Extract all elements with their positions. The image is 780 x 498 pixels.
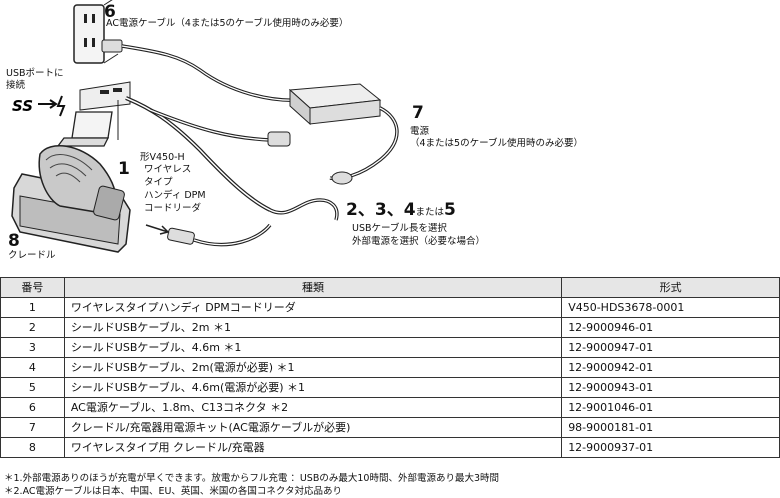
callout-4-number: 4 (403, 200, 416, 220)
ac-cable-icon (101, 39, 301, 102)
cell-type: ワイヤレスタイプ用 クレードル/充電器 (63, 437, 563, 458)
callout-2-5-line1: USBケーブル長を選択 (352, 223, 447, 234)
table-row: 3 シールドUSBケーブル、4.6m ＊1 12-9000947-01 (0, 337, 780, 358)
diagram-illustration: SS (11, 0, 399, 253)
cell-number: 8 (0, 437, 65, 458)
cell-number: 6 (0, 397, 65, 418)
callout-3-number: 3 (374, 200, 387, 220)
table-row: 6 AC電源ケーブル、1.8m、C13コネクタ ＊2 12-9001046-01 (0, 397, 780, 418)
usb-port-panel (79, 81, 131, 140)
parts-table: 番号 種類 形式 1 ワイヤレスタイプハンディ DPMコードリーダ V450-H… (0, 277, 780, 458)
cell-number: 2 (0, 317, 65, 338)
cell-number: 3 (0, 337, 65, 358)
callout-2-5-heading: 2、3、4または5 (346, 200, 456, 223)
callout-2-number: 2 (346, 200, 358, 220)
callout-1-line2: ワイヤレス (144, 164, 192, 175)
cell-type: シールドUSBケーブル、2m ＊1 (63, 317, 563, 338)
callout-8-number: 8 (8, 231, 20, 251)
callout-6-number: 6 (104, 2, 116, 22)
header-model: 形式 (561, 277, 780, 298)
cell-type: シールドUSBケーブル、4.6m(電源が必要) ＊1 (63, 377, 563, 398)
svg-text:SS: SS (12, 97, 33, 115)
callout-7-number: 7 (412, 103, 424, 123)
cell-number: 5 (0, 377, 65, 398)
cell-type: AC電源ケーブル、1.8m、C13コネクタ ＊2 (63, 397, 563, 418)
cell-number: 7 (0, 417, 65, 438)
cell-model: 12-9000946-01 (561, 317, 780, 338)
footnote-2: ＊2.AC電源ケーブルは日本、中国、EU、英国、米国の各国コネクタ対応品あり (4, 486, 343, 497)
cell-model: 12-9000947-01 (561, 337, 780, 358)
table-row: 5 シールドUSBケーブル、4.6m(電源が必要) ＊1 12-9000943-… (0, 377, 780, 398)
table-header-row: 番号 種類 形式 (0, 277, 780, 298)
callout-1-line3: タイプ (144, 177, 173, 188)
usb-port-label-line2: 接続 (6, 80, 26, 91)
cradle-with-reader-icon (11, 145, 131, 253)
cell-model: 98-9000181-01 (561, 417, 780, 438)
callout-7-line2: （4または5のケーブル使用時のみ必要） (410, 138, 584, 149)
callout-sep-1: 、 (357, 200, 375, 220)
callout-6-text: AC電源ケーブル（4または5のケーブル使用時のみ必要） (106, 18, 349, 29)
table-row: 4 シールドUSBケーブル、2m(電源が必要) ＊1 12-9000942-01 (0, 357, 780, 378)
cell-number: 1 (0, 297, 65, 318)
callout-1-line1: 形V450-H (140, 152, 185, 163)
usb-superspeed-icon: SS (12, 95, 66, 117)
header-type: 種類 (63, 277, 563, 298)
table-row: 2 シールドUSBケーブル、2m ＊1 12-9000946-01 (0, 317, 780, 338)
callout-sep-2: 、 (386, 200, 404, 220)
table-row: 8 ワイヤレスタイプ用 クレードル/充電器 12-9000937-01 (0, 437, 780, 458)
callout-1-line5: コードリーダ (144, 203, 202, 214)
callout-or-text: または (415, 207, 445, 218)
cell-type: シールドUSBケーブル、2m(電源が必要) ＊1 (63, 357, 563, 378)
laptop-icon (56, 111, 113, 147)
cell-model: 12-9000943-01 (561, 377, 780, 398)
callout-1-line4: ハンディ DPM (144, 190, 206, 201)
usb-port-label-line1: USBポートに (6, 68, 64, 79)
cell-model: 12-9000937-01 (561, 437, 780, 458)
cell-model: V450-HDS3678-0001 (561, 297, 780, 318)
cell-model: 12-9001046-01 (561, 397, 780, 418)
callout-8-text: クレードル (8, 250, 56, 261)
callout-7-line1: 電源 (410, 126, 430, 137)
callout-5-number: 5 (444, 200, 456, 220)
cell-type: ワイヤレスタイプハンディ DPMコードリーダ (63, 297, 563, 318)
footnote-1: ＊1.外部電源ありのほうが充電が早くできます。放電からフル充電 ：USBのみ最大… (4, 473, 499, 484)
connection-diagram: SS 6 AC電源ケーブル（ (6, 0, 584, 261)
cell-number: 4 (0, 357, 65, 378)
callout-2-5-line2: 外部電源を選択（必要な場合） (352, 236, 486, 247)
table-row: 7 クレードル/充電器用電源キット(AC電源ケーブルが必要) 98-900018… (0, 417, 780, 438)
table-row: 1 ワイヤレスタイプハンディ DPMコードリーダ V450-HDS3678-00… (0, 297, 780, 318)
wall-outlet-icon (73, 0, 119, 64)
power-adapter-icon (288, 83, 399, 185)
cell-model: 12-9000942-01 (561, 357, 780, 378)
callout-1-number: 1 (118, 159, 130, 179)
cell-type: シールドUSBケーブル、4.6m ＊1 (63, 337, 563, 358)
cell-type: クレードル/充電器用電源キット(AC電源ケーブルが必要) (63, 417, 563, 438)
usb-cable-icon (125, 96, 339, 247)
header-number: 番号 (0, 277, 65, 298)
